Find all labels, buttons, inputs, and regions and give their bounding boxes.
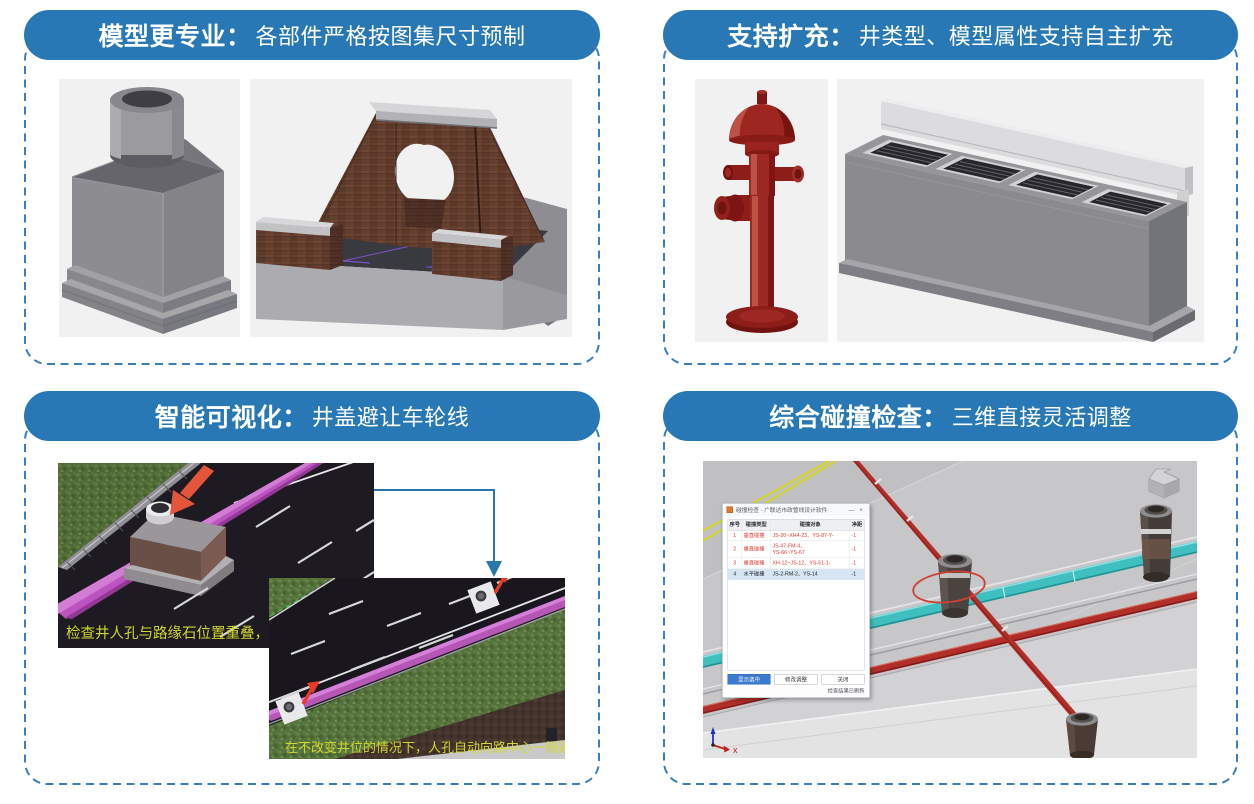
banner-title-rest: 井类型、模型属性支持自主扩充 bbox=[858, 24, 1174, 49]
cell-distance: -1 bbox=[851, 546, 857, 553]
collision-dialog-titlebar[interactable]: 碰撞检查 - 广联达市政管线设计软件 — × bbox=[722, 503, 870, 516]
grate-group bbox=[862, 139, 1172, 217]
collision-row-selected[interactable]: 4 水平碰撞 JS-2-RM-2、YS-14 -1 bbox=[728, 568, 864, 580]
collision-dialog: 碰撞检查 - 广联达市政管线设计软件 — × 序号 碰撞类型 碰撞对象 净距 1… bbox=[722, 503, 870, 698]
fire-hydrant-drawing bbox=[695, 79, 828, 342]
manhole-center bbox=[938, 554, 972, 618]
dialog-close-button[interactable]: × bbox=[859, 506, 863, 514]
manhole-right bbox=[1140, 504, 1172, 582]
banner-title-bold: 智能可视化： bbox=[154, 404, 308, 432]
cell-no: 4 bbox=[728, 568, 742, 580]
cell-no: 3 bbox=[728, 558, 742, 569]
cell-type: 垂直碰撞 bbox=[742, 541, 771, 558]
axis-x-label: x bbox=[733, 745, 738, 755]
grate-inlet-image bbox=[837, 79, 1204, 342]
cell-objects: XH-12~JS-12、YS-51-1- bbox=[771, 558, 850, 569]
cell-objects: JS-20~XH4-23、YS-87-Y- bbox=[771, 530, 850, 541]
close-button[interactable]: 关闭 bbox=[821, 674, 865, 685]
dialog-title: 碰撞检查 - 广联达市政管线设计软件 bbox=[736, 507, 828, 514]
col-header-distance: 净距 bbox=[851, 521, 863, 528]
collision-table-header: 序号 碰撞类型 碰撞对象 净距 bbox=[728, 519, 864, 531]
panel-dashed-border bbox=[24, 36, 600, 365]
collision-row[interactable]: 3 垂直碰撞 XH-12~JS-12、YS-51-1- -1 bbox=[728, 558, 864, 569]
panel-model-quality: 模型更专业： 各部件严格按图集尺寸预制 bbox=[24, 10, 600, 365]
cell-distance: -1 bbox=[851, 570, 857, 577]
cell-no: 1 bbox=[728, 530, 742, 541]
cell-type: 水平碰撞 bbox=[742, 568, 771, 580]
collision-row[interactable]: 1 垂直碰撞 JS-20~XH4-23、YS-87-Y- -1 bbox=[728, 530, 864, 542]
dialog-app-icon bbox=[726, 506, 733, 513]
collision-table: 序号 碰撞类型 碰撞对象 净距 1 垂直碰撞 JS-20~XH4-23、YS-8… bbox=[727, 519, 865, 671]
cell-objects: JS-47-FM-4、 YS-66~YS-67 bbox=[771, 541, 850, 558]
manhole-after-2 bbox=[275, 681, 320, 725]
road-after-image: 在不改变井位的情况下，人孔自动向路中心一侧避让偏移 bbox=[269, 578, 565, 759]
brick-culvert-image bbox=[250, 79, 572, 337]
fire-hydrant-image bbox=[695, 79, 828, 342]
col-header-no: 序号 bbox=[728, 519, 742, 530]
modify-adjust-button[interactable]: 修改调整 bbox=[774, 674, 818, 685]
road-after-drawing bbox=[269, 578, 565, 759]
panel-smart-visual: 智能可视化： 井盖避让车轮线 bbox=[24, 391, 600, 785]
collision-highlight-ellipse bbox=[912, 570, 986, 604]
banner-title-rest: 三维直接灵活调整 bbox=[951, 405, 1132, 430]
cell-type: 垂直碰撞 bbox=[742, 530, 771, 541]
red-arrow-icon bbox=[170, 465, 214, 515]
panel-collision-check: 综合碰撞检查： 三维直接灵活调整 bbox=[663, 391, 1238, 785]
grate-inlet-drawing bbox=[837, 79, 1204, 342]
banner-title-bold: 支持扩充： bbox=[727, 23, 855, 51]
panel-model-quality-banner: 模型更专业： 各部件严格按图集尺寸预制 bbox=[24, 10, 600, 60]
brick-culvert-drawing bbox=[250, 79, 572, 337]
cell-type: 垂直碰撞 bbox=[742, 558, 771, 569]
flow-arrow-icon bbox=[374, 489, 502, 577]
collision-row[interactable]: 2 垂直碰撞 JS-47-FM-4、 YS-66~YS-67 -1 bbox=[728, 541, 864, 559]
cad-view-image: x 碰撞检查 - 广联达市政管线设计软件 — × 序号 碰撞类型 碰撞对象 净距… bbox=[703, 461, 1197, 758]
concrete-well-drawing bbox=[59, 79, 240, 337]
road-before-caption: 检查井人孔与路缘石位置重叠，需 bbox=[66, 626, 284, 642]
col-header-objects: 碰撞对象 bbox=[771, 519, 850, 530]
concrete-well-image bbox=[59, 79, 240, 337]
cell-distance: -1 bbox=[851, 532, 857, 539]
cell-objects: JS-2-RM-2、YS-14 bbox=[771, 568, 850, 580]
road-after-caption: 在不改变井位的情况下，人孔自动向路中心一侧避让偏移 bbox=[285, 740, 565, 755]
manhole-after-1 bbox=[467, 578, 508, 614]
dialog-minimize-button[interactable]: — bbox=[848, 506, 855, 514]
cell-distance: -1 bbox=[851, 560, 857, 567]
banner-title-bold: 模型更专业： bbox=[98, 23, 252, 51]
panel-smart-visual-banner: 智能可视化： 井盖避让车轮线 bbox=[24, 391, 600, 441]
panel-extensible-banner: 支持扩充： 井类型、模型属性支持自主扩充 bbox=[663, 10, 1238, 60]
col-header-type: 碰撞类型 bbox=[742, 519, 771, 530]
show-selected-button[interactable]: 显示选中 bbox=[727, 674, 771, 685]
axis-triad-icon bbox=[710, 727, 730, 753]
nav-cube-icon bbox=[1148, 468, 1181, 499]
cell-no: 2 bbox=[728, 541, 742, 558]
banner-title-rest: 井盖避让车轮线 bbox=[311, 405, 470, 430]
manhole-bottom bbox=[1066, 712, 1098, 758]
banner-title-rest: 各部件严格按图集尺寸预制 bbox=[255, 24, 526, 49]
dialog-footnote: 检查结果已刷新 bbox=[827, 688, 865, 694]
panel-collision-check-banner: 综合碰撞检查： 三维直接灵活调整 bbox=[663, 391, 1238, 441]
panel-extensible: 支持扩充： 井类型、模型属性支持自主扩充 bbox=[663, 10, 1238, 365]
banner-title-bold: 综合碰撞检查： bbox=[769, 404, 948, 432]
